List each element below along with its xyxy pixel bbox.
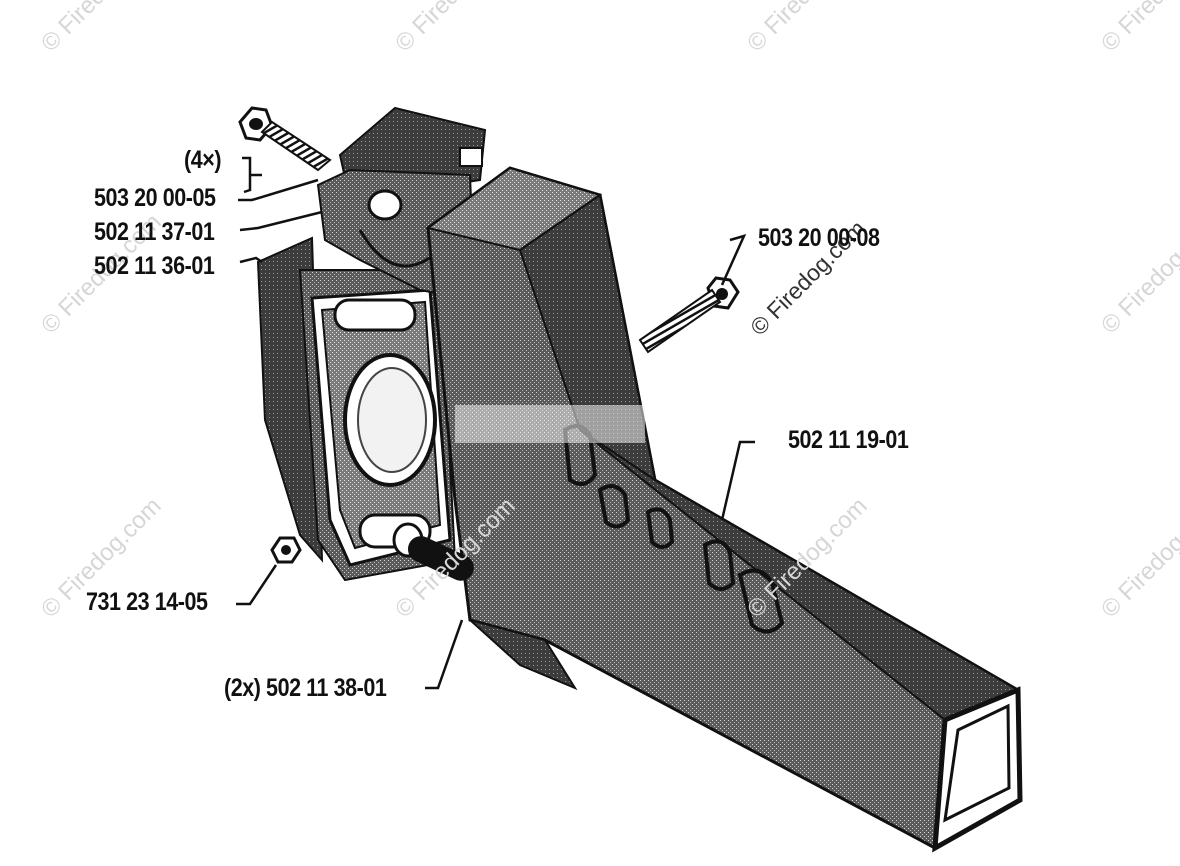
- nut-label: 731 23 14-05: [86, 588, 208, 616]
- bolt-right-part: [638, 276, 740, 354]
- leader-lines: [236, 156, 755, 690]
- pins-label: (2x) 502 11 38-01: [224, 674, 387, 702]
- bolt-right-label: 503 20 00-08: [758, 224, 880, 252]
- housing-part: [256, 236, 457, 582]
- bolt-left-label: 503 20 00-05: [94, 184, 216, 212]
- bolt-count-label: (4×): [184, 146, 222, 174]
- bracket-label: 502 11 37-01: [94, 218, 215, 246]
- bolt-left-part: [238, 106, 332, 172]
- blower-tube-label: 502 11 19-01: [788, 426, 909, 454]
- housing-label: 502 11 36-01: [94, 252, 215, 280]
- pin-part: [407, 536, 474, 581]
- nut-part: [270, 536, 302, 564]
